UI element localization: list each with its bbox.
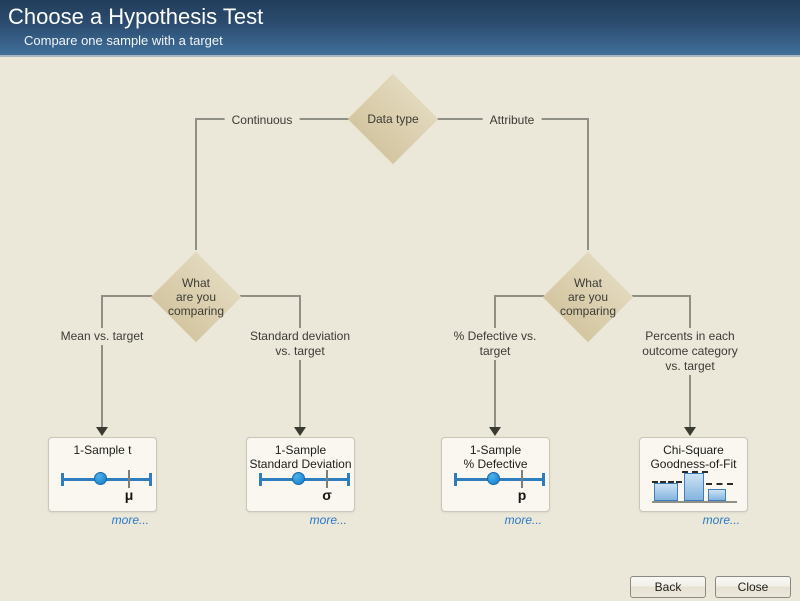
branch-label-mean-vs-target: Mean vs. target: [53, 328, 151, 345]
page-subtitle: Compare one sample with a target: [24, 33, 223, 48]
sample-mean-dot-icon: [487, 472, 500, 485]
connector-line: [587, 118, 589, 250]
connector-line: [494, 295, 544, 297]
connector-line: [195, 118, 197, 250]
expected-dash-icon: [706, 483, 733, 485]
page-title: Choose a Hypothesis Test: [8, 4, 264, 29]
more-link[interactable]: more...: [111, 513, 149, 527]
interval-cap-left: [259, 473, 262, 486]
interval-cap-right: [542, 473, 545, 486]
interval-cap-left: [61, 473, 64, 486]
connector-line: [101, 295, 103, 428]
back-button[interactable]: Back: [630, 576, 706, 598]
decision-node-comparing-left: What are you comparing: [150, 251, 242, 343]
more-link[interactable]: more...: [702, 513, 740, 527]
more-link[interactable]: more...: [504, 513, 542, 527]
baseline: [652, 501, 737, 503]
bar-icon: [654, 483, 678, 501]
bar-icon: [684, 473, 704, 501]
test-card-title: 1-Sample t: [73, 443, 132, 457]
test-card-title: 1-Sample Standard Deviation: [249, 443, 352, 471]
dot-plot-icon: μ: [61, 470, 152, 503]
decision-node-label: What are you comparing: [559, 276, 617, 318]
test-card-1-sample-pct-defective[interactable]: 1-Sample % Defective p: [441, 437, 550, 512]
sample-mean-dot-icon: [292, 472, 305, 485]
interval-cap-right: [149, 473, 152, 486]
arrow-down-icon: [684, 427, 696, 436]
connector-line: [632, 295, 691, 297]
bar-icon: [708, 489, 726, 501]
parameter-symbol: μ: [124, 487, 134, 503]
connector-line: [299, 295, 301, 428]
branch-label-continuous: Continuous: [224, 112, 300, 129]
sample-mean-dot-icon: [94, 472, 107, 485]
target-tick-icon: [326, 470, 328, 488]
interval-cap-left: [454, 473, 457, 486]
branch-label-stdev-vs-target: Standard deviation vs. target: [242, 328, 358, 360]
arrow-down-icon: [96, 427, 108, 436]
expected-dash-icon: [682, 471, 708, 473]
decision-node-label: Data type: [367, 112, 419, 126]
test-card-chi-square-gof[interactable]: Chi-Square Goodness-of-Fit: [639, 437, 748, 512]
branch-label-percents-vs-target: Percents in each outcome category vs. ta…: [635, 328, 745, 375]
decision-node-label: What are you comparing: [167, 276, 225, 318]
decision-node-comparing-right: What are you comparing: [542, 251, 634, 343]
branch-label-defective-vs-target: % Defective vs. target: [446, 328, 544, 360]
dot-plot-icon: p: [454, 470, 545, 503]
close-button[interactable]: Close: [715, 576, 791, 598]
interval-cap-right: [347, 473, 350, 486]
test-card-title: Chi-Square Goodness-of-Fit: [650, 443, 737, 471]
dialog-header: Choose a Hypothesis Test Compare one sam…: [0, 0, 800, 57]
expected-dash-icon: [652, 481, 682, 483]
arrow-down-icon: [294, 427, 306, 436]
connector-line: [102, 295, 152, 297]
branch-label-attribute: Attribute: [482, 112, 542, 129]
bar-chart-icon: [652, 471, 737, 503]
arrow-down-icon: [489, 427, 501, 436]
connector-line: [240, 295, 301, 297]
test-card-1-sample-t[interactable]: 1-Sample t μ: [48, 437, 157, 512]
parameter-symbol: σ: [322, 487, 332, 503]
test-card-title: 1-Sample % Defective: [463, 443, 528, 471]
parameter-symbol: p: [517, 487, 527, 503]
test-card-1-sample-stdev[interactable]: 1-Sample Standard Deviation σ: [246, 437, 355, 512]
connector-line: [494, 295, 496, 428]
target-tick-icon: [128, 470, 130, 488]
dot-plot-icon: σ: [259, 470, 350, 503]
decision-node-data-type: Data type: [347, 73, 439, 165]
more-link[interactable]: more...: [309, 513, 347, 527]
target-tick-icon: [521, 470, 523, 488]
